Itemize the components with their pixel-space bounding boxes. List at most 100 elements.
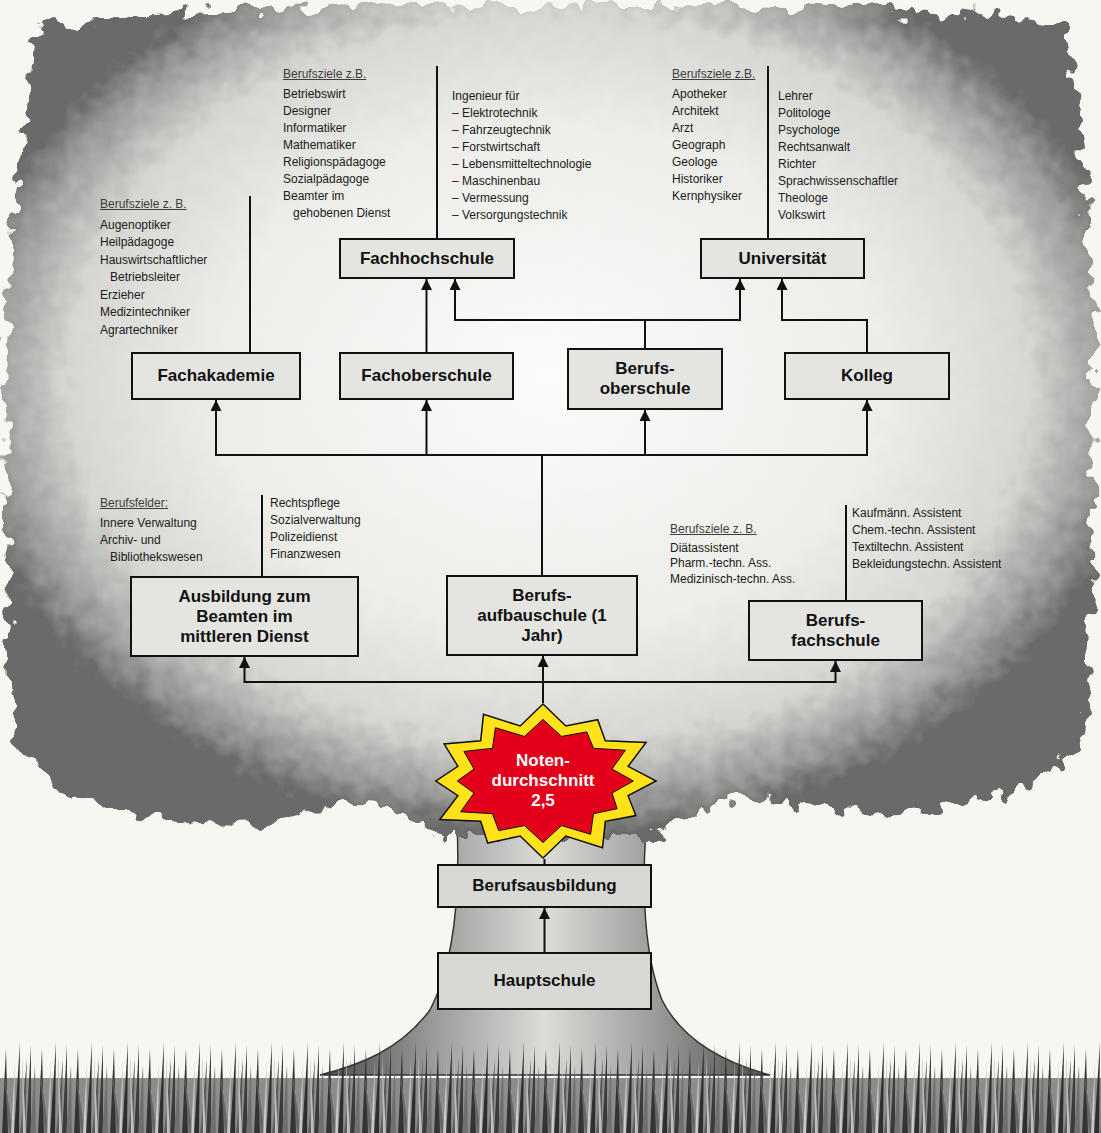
label-column: Berufsfelder: Innere VerwaltungArchiv- un… xyxy=(100,495,250,566)
list-item: – Elektrotechnik xyxy=(452,105,642,122)
leader-line xyxy=(767,66,769,238)
list-item: Chem.-techn. Assistent xyxy=(852,522,1082,539)
list-item: Sprachwissenschaftler xyxy=(778,173,978,190)
connector-arrow xyxy=(542,400,867,575)
list-item: Agrartechniker xyxy=(100,322,245,340)
list-item: Geograph xyxy=(672,137,762,154)
label-column: Ingenieur für– Elektrotechnik– Fahrzeugt… xyxy=(452,88,642,224)
school-box: Berufs- fachschule xyxy=(748,600,923,661)
connector-arrow xyxy=(645,279,740,348)
list-item: Betriebswirt xyxy=(283,86,403,103)
school-box: Berufs- aufbauschule (1 Jahr) xyxy=(446,575,638,656)
label-column: Berufsziele z.B. BetriebswirtDesignerInfo… xyxy=(283,66,403,222)
list-item: Informatiker xyxy=(283,120,403,137)
box-label: Berufsausbildung xyxy=(447,876,642,896)
list-item: Archiv- und Bibliothekswesen xyxy=(100,532,250,566)
list-item: Geologe xyxy=(672,154,762,171)
list-item: Bekleidungstechn. Assistent xyxy=(852,556,1082,573)
list-item: Religionspädagoge xyxy=(283,154,403,171)
list-item: Diätassistent xyxy=(670,541,840,557)
box-label: Fachakademie xyxy=(141,366,291,386)
box-label: Berufs- oberschule xyxy=(581,359,709,399)
list-item: Architekt xyxy=(672,103,762,120)
list-item: Kernphysiker xyxy=(672,188,762,205)
list-item: Textiltechn. Assistent xyxy=(852,539,1082,556)
list-item: Psychologe xyxy=(778,122,978,139)
label-column: Kaufmänn. AssistentChem.-techn. Assisten… xyxy=(852,505,1082,573)
list-item: Rechtspflege xyxy=(270,495,410,512)
list-heading: Berufsziele z.B. xyxy=(672,66,762,83)
connector-arrow xyxy=(245,657,544,703)
list-item: Medizinisch-techn. Ass. xyxy=(670,572,840,588)
list-item: Sozialpädagoge xyxy=(283,171,403,188)
label-column: LehrerPolitologePsychologeRechtsanwaltRi… xyxy=(778,88,978,224)
box-label: Fachhochschule xyxy=(349,249,505,269)
box-label: Fachoberschule xyxy=(349,366,504,386)
star-inner xyxy=(457,719,633,842)
list-item: Mathematiker xyxy=(283,137,403,154)
list-item: Heilpädagoge xyxy=(100,234,245,252)
school-box: Ausbildung zum Beamten im mittleren Dien… xyxy=(130,576,359,657)
list-item: Apotheker xyxy=(672,86,762,103)
list-heading: Berufsziele z.B. xyxy=(283,66,403,83)
list-item: – Lebensmitteltechnologie xyxy=(452,156,642,173)
connector-arrow xyxy=(544,908,546,952)
list-item: Hauswirtschaftlicher Betriebsleiter xyxy=(100,252,245,287)
list-item: Pharm.-techn. Ass. xyxy=(670,556,840,572)
box-label: Hauptschule xyxy=(447,971,642,991)
connector-arrow xyxy=(542,410,645,575)
list-item: Finanzwesen xyxy=(270,546,410,563)
school-box: Fachhochschule xyxy=(339,238,515,279)
leader-line xyxy=(436,66,438,238)
list-heading: Berufsfelder: xyxy=(100,495,250,512)
school-box: Fachoberschule xyxy=(339,352,514,400)
leader-line xyxy=(249,196,251,352)
grass xyxy=(0,1040,1101,1133)
box-label: Ausbildung zum Beamten im mittleren Dien… xyxy=(166,587,323,647)
school-box: Kolleg xyxy=(784,352,950,400)
list-item: – Maschinenbau xyxy=(452,173,642,190)
list-item: Lehrer xyxy=(778,88,978,105)
list-item: Medizintechniker xyxy=(100,304,245,322)
list-item: Innere Verwaltung xyxy=(100,515,250,532)
list-item: Historiker xyxy=(672,171,762,188)
list-item: Rechtsanwalt xyxy=(778,139,978,156)
school-box: Berufs- oberschule xyxy=(567,348,723,410)
leader-line xyxy=(845,505,847,600)
list-item: Sozialverwaltung xyxy=(270,512,410,529)
connector-arrow xyxy=(426,279,428,352)
box-label: Noten- durchschnitt 2,5 xyxy=(487,751,599,811)
list-item: – Vermessung xyxy=(452,190,642,207)
list-item: Designer xyxy=(283,103,403,120)
list-item: Ingenieur für xyxy=(452,88,642,105)
connector-arrow xyxy=(782,279,867,352)
box-label: Universität xyxy=(710,249,855,269)
connector-arrow xyxy=(216,400,542,575)
school-box: Fachakademie xyxy=(131,352,301,400)
list-item: – Forstwirtschaft xyxy=(452,139,642,156)
list-item: Arzt xyxy=(672,120,762,137)
grade-star: Noten- durchschnitt 2,5 xyxy=(423,703,663,859)
list-item: Beamter im gehobenen Dienst xyxy=(283,188,403,222)
label-column: Berufsziele z.B.ApothekerArchitektArztGe… xyxy=(672,66,762,205)
list-item: – Fahrzeugtechnik xyxy=(452,122,642,139)
leader-line xyxy=(261,495,263,576)
list-item: Augenoptiker xyxy=(100,217,245,235)
list-item: Politologe xyxy=(778,105,978,122)
school-box: Universität xyxy=(700,238,865,279)
box-label: Kolleg xyxy=(794,366,940,386)
box-label: Berufs- fachschule xyxy=(765,611,906,651)
connector-arrow xyxy=(427,400,543,575)
list-item: – Versorgungstechnik xyxy=(452,207,642,224)
list-item: Theologe xyxy=(778,190,978,207)
connector-arrow xyxy=(455,279,645,348)
trunk-box: Berufsausbildung xyxy=(437,864,652,908)
label-column: RechtspflegeSozialverwaltungPolizeidiens… xyxy=(270,495,410,563)
list-item: Volkswirt xyxy=(778,207,978,224)
list-item: Erzieher xyxy=(100,287,245,305)
list-heading: Berufsziele z. B. xyxy=(100,196,245,214)
trunk-box: Hauptschule xyxy=(437,952,652,1010)
box-label: Berufs- aufbauschule (1 Jahr) xyxy=(465,586,619,646)
